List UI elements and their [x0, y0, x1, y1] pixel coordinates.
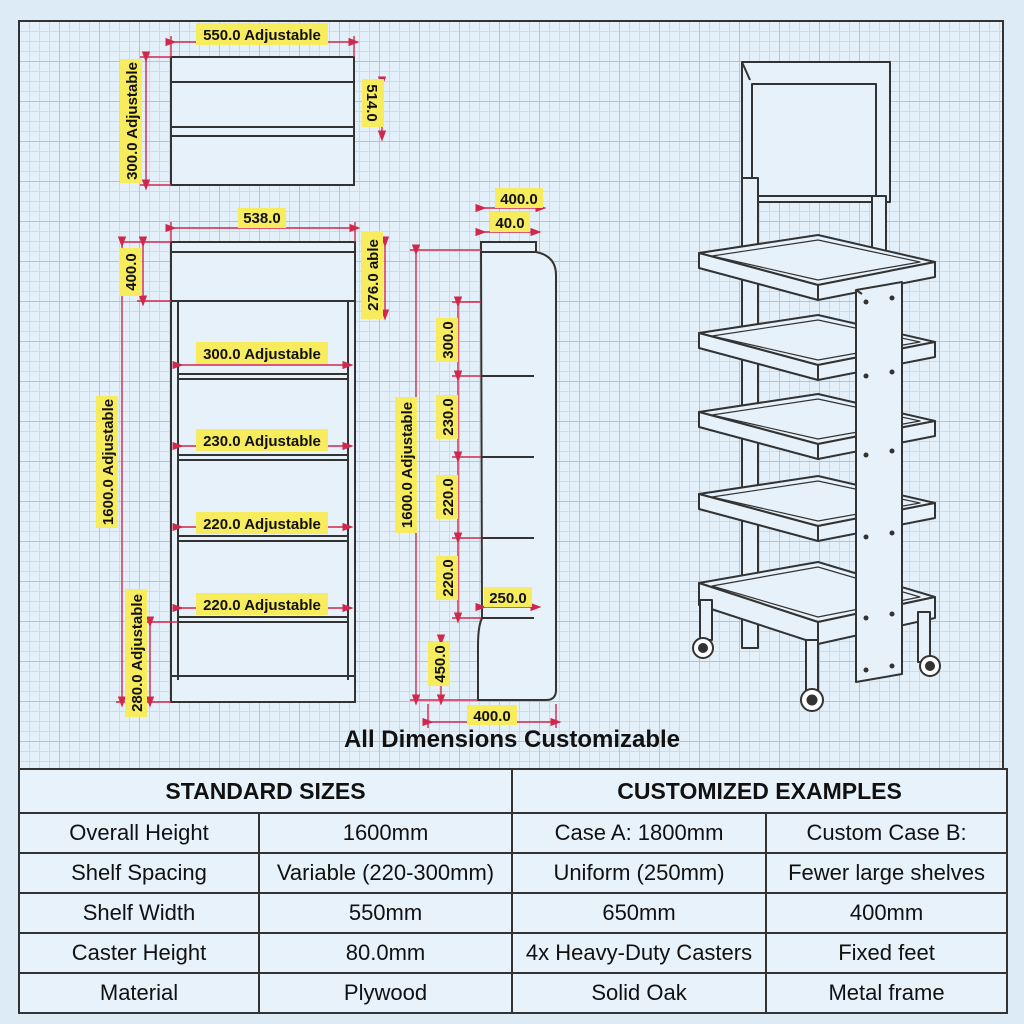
- front-width-label: 538.0: [243, 210, 281, 227]
- front-header-right-tag: 276.0 able: [361, 231, 383, 319]
- side-spacing-label-1: 300.0: [440, 321, 457, 359]
- standard-value: Plywood: [257, 972, 514, 1014]
- side-bottom-shelf-label: 250.0: [489, 590, 527, 607]
- side-spacing-tag-2: 230.0: [436, 395, 458, 439]
- top-depth-tag: 300.0 Adjustable: [120, 59, 142, 183]
- top-right-label: 514.0: [363, 84, 380, 122]
- top-width-label: 550.0 Adjustable: [203, 27, 321, 44]
- side-base-height-label: 450.0: [432, 645, 449, 683]
- side-depth-bottom-tag: 400.0: [467, 705, 517, 725]
- custom-a-value: Case A: 1800mm: [511, 812, 768, 854]
- side-height-label: 1600.0 Adjustable: [399, 402, 416, 528]
- specs-table: STANDARD SIZES CUSTOMIZED EXAMPLES Overa…: [17, 768, 1009, 1014]
- shelf-tag-1: 300.0 Adjustable: [196, 342, 328, 364]
- standard-sizes-header: STANDARD SIZES: [17, 768, 514, 814]
- caster-height-label: 280.0 Adjustable: [129, 594, 146, 712]
- row-label: Material: [18, 972, 260, 1014]
- caption: All Dimensions Customizable: [343, 726, 681, 753]
- front-height-label: 1600.0 Adjustable: [100, 399, 117, 525]
- side-spacing-tag-4: 220.0: [436, 556, 458, 600]
- shelf-tag-2: 230.0 Adjustable: [196, 429, 328, 451]
- perspective-view: [692, 61, 941, 712]
- side-spacing-tag-1: 300.0: [436, 318, 458, 362]
- shelf-tag-4: 220.0 Adjustable: [196, 593, 328, 615]
- side-spacing-label-4: 220.0: [440, 559, 457, 597]
- row-label: Shelf Spacing: [18, 852, 260, 894]
- shelf-tag-3: 220.0 Adjustable: [196, 512, 328, 534]
- side-spacing-label-3: 220.0: [440, 478, 457, 516]
- front-header-right-label: 276.0 able: [365, 239, 382, 311]
- top-depth-label: 300.0 Adjustable: [124, 62, 141, 180]
- custom-b-value: Metal frame: [765, 972, 1009, 1014]
- side-depth-bottom-label: 400.0: [473, 708, 511, 725]
- standard-value: 550mm: [257, 892, 514, 934]
- shelf-spacing-label-1: 300.0 Adjustable: [203, 346, 321, 363]
- standard-value: 80.0mm: [257, 932, 514, 974]
- custom-b-value: Custom Case B:: [765, 812, 1009, 854]
- top-width-tag: 550.0 Adjustable: [196, 23, 328, 45]
- table-row: Shelf Spacing Variable (220-300mm) Unifo…: [18, 852, 1009, 894]
- standard-value: Variable (220-300mm): [257, 852, 514, 894]
- side-depth-top-label: 400.0: [500, 191, 538, 208]
- table-row: Caster Height 80.0mm 4x Heavy-Duty Caste…: [18, 932, 1009, 974]
- custom-a-value: 4x Heavy-Duty Casters: [511, 932, 768, 974]
- caster-tag: 280.0 Adjustable: [125, 589, 147, 717]
- front-header-height-label: 400.0: [123, 253, 140, 291]
- table-row: Shelf Width 550mm 650mm 400mm: [18, 892, 1009, 934]
- row-label: Overall Height: [18, 812, 260, 854]
- shelf-spacing-label-3: 220.0 Adjustable: [203, 516, 321, 533]
- row-label: Shelf Width: [18, 892, 260, 934]
- side-spacing-tag-3: 220.0: [436, 475, 458, 519]
- side-depth-top-tag: 400.0: [495, 188, 543, 208]
- front-height-tag: 1600.0 Adjustable: [96, 396, 118, 528]
- front-view: [170, 241, 356, 703]
- custom-a-value: 650mm: [511, 892, 768, 934]
- side-view: [477, 241, 557, 701]
- side-bottom-shelf-tag: 250.0: [484, 587, 532, 607]
- side-lip-label: 40.0: [495, 215, 524, 232]
- customized-examples-header: CUSTOMIZED EXAMPLES: [511, 768, 1009, 814]
- custom-a-value: Uniform (250mm): [511, 852, 768, 894]
- table-header-row: STANDARD SIZES CUSTOMIZED EXAMPLES: [17, 768, 1009, 814]
- side-spacing-label-2: 230.0: [440, 398, 457, 436]
- shelf-spacing-label-2: 230.0 Adjustable: [203, 433, 321, 450]
- top-view: [170, 56, 355, 186]
- front-header-tag: 400.0: [119, 248, 141, 296]
- custom-a-value: Solid Oak: [511, 972, 768, 1014]
- side-base-tag: 450.0: [428, 642, 450, 686]
- custom-b-value: Fixed feet: [765, 932, 1009, 974]
- side-height-tag: 1600.0 Adjustable: [395, 397, 417, 533]
- side-lip-tag: 40.0: [490, 212, 530, 232]
- top-right-tag: 514.0: [362, 79, 384, 127]
- custom-b-value: Fewer large shelves: [765, 852, 1009, 894]
- standard-value: 1600mm: [257, 812, 514, 854]
- row-label: Caster Height: [18, 932, 260, 974]
- front-width-tag: 538.0: [238, 208, 286, 228]
- custom-b-value: 400mm: [765, 892, 1009, 934]
- table-row: Overall Height 1600mm Case A: 1800mm Cus…: [18, 812, 1009, 854]
- table-row: Material Plywood Solid Oak Metal frame: [18, 972, 1009, 1014]
- shelf-spacing-label-4: 220.0 Adjustable: [203, 597, 321, 614]
